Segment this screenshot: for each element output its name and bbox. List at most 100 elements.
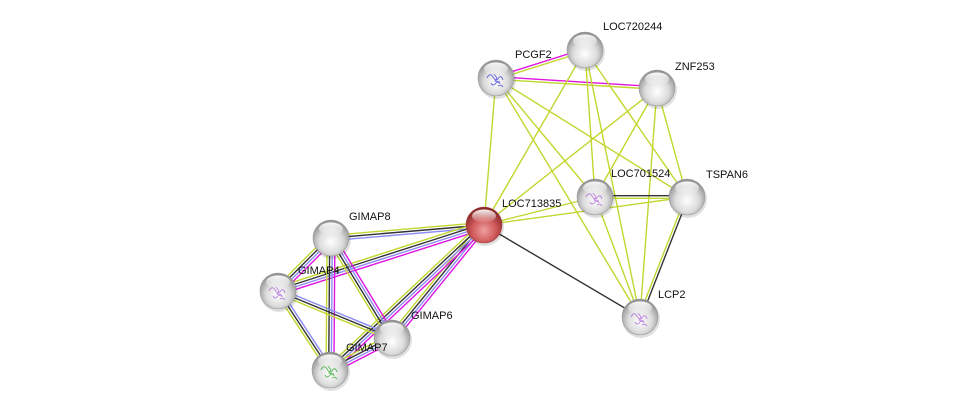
node-gimap6[interactable]: GIMAP6 bbox=[373, 310, 453, 359]
node-label: GIMAP8 bbox=[349, 211, 391, 223]
edge-line-textmining bbox=[483, 196, 596, 226]
edge-line-database bbox=[331, 226, 485, 242]
node-label: ZNF253 bbox=[675, 61, 715, 73]
edge-line-experiments bbox=[496, 76, 658, 88]
edge-line-experiments bbox=[333, 238, 336, 371]
edge-line-textmining bbox=[276, 292, 392, 342]
edge-LOC713835-GIMAP7[interactable] bbox=[326, 221, 488, 374]
node-highlight bbox=[318, 354, 342, 368]
node-loc713835[interactable]: LOC713835 bbox=[465, 198, 561, 246]
protein-structure-icon bbox=[320, 365, 338, 380]
edge-LOC701524-LCP2[interactable] bbox=[594, 196, 641, 318]
node-gimap7[interactable]: GIMAP7 bbox=[311, 342, 388, 391]
node-label: GIMAP7 bbox=[346, 342, 388, 354]
node-highlight bbox=[266, 275, 290, 289]
node-highlight bbox=[628, 301, 652, 315]
edge-line-textmining bbox=[495, 77, 641, 318]
edge-line-textmining bbox=[495, 78, 657, 90]
edge-line-textmining bbox=[594, 196, 641, 318]
edge-PCGF2-LOC713835[interactable] bbox=[483, 77, 497, 226]
edge-ZNF253-LOC701524[interactable] bbox=[594, 87, 658, 198]
edge-ZNF253-LOC713835[interactable] bbox=[483, 87, 658, 226]
edge-line-database bbox=[278, 225, 485, 293]
node-label: GIMAP4 bbox=[298, 265, 340, 277]
edge-line-coexpression bbox=[328, 237, 331, 370]
edge-line-coexpression bbox=[483, 224, 641, 318]
edge-line-textmining bbox=[584, 49, 641, 318]
node-highlight bbox=[380, 322, 404, 336]
edge-PCGF2-LOC701524[interactable] bbox=[495, 77, 596, 198]
edge-line-textmining bbox=[327, 239, 390, 341]
node-label: LOC720244 bbox=[603, 21, 662, 33]
edge-LOC720244-LCP2[interactable] bbox=[584, 49, 641, 318]
edge-line-textmining bbox=[584, 49, 688, 198]
node-loc701524[interactable]: LOC701524 bbox=[576, 168, 670, 218]
edge-line-textmining bbox=[584, 49, 596, 198]
edge-line-database bbox=[331, 236, 394, 338]
edge-line-experiments bbox=[332, 227, 488, 374]
edge-line-textmining bbox=[483, 49, 586, 226]
edge-line-database bbox=[278, 287, 394, 337]
edge-line-coexpression bbox=[277, 223, 484, 291]
edge-TSPAN6-LCP2[interactable] bbox=[638, 196, 689, 318]
edge-line-textmining bbox=[276, 220, 484, 288]
protein-structure-icon bbox=[630, 312, 648, 327]
node-highlight bbox=[573, 34, 597, 48]
node-highlight bbox=[319, 222, 343, 236]
edge-LOC720244-LOC713835[interactable] bbox=[483, 49, 586, 226]
node-gimap4[interactable]: GIMAP4 bbox=[259, 265, 340, 312]
node-pcgf2[interactable]: PCGF2 bbox=[477, 49, 552, 99]
edge-GIMAP8-GIMAP7[interactable] bbox=[325, 237, 336, 371]
node-loc720244[interactable]: LOC720244 bbox=[566, 21, 662, 71]
node-gimap8[interactable]: GIMAP8 bbox=[312, 211, 391, 259]
edge-line-textmining bbox=[326, 221, 482, 368]
protein-structure-icon bbox=[585, 192, 603, 207]
node-label: LOC713835 bbox=[502, 198, 561, 210]
protein-structure-icon bbox=[486, 73, 504, 88]
edge-LOC713835-GIMAP4[interactable] bbox=[276, 220, 486, 296]
node-highlight bbox=[645, 72, 669, 86]
edge-line-experiments bbox=[394, 227, 488, 341]
node-znf253[interactable]: ZNF253 bbox=[638, 61, 715, 109]
edge-ZNF253-TSPAN6[interactable] bbox=[656, 87, 688, 198]
node-lcp2[interactable]: LCP2 bbox=[621, 289, 686, 338]
edge-line-experiments bbox=[278, 228, 486, 296]
edge-line-coexpression bbox=[330, 224, 485, 239]
node-highlight bbox=[583, 181, 607, 195]
node-highlight bbox=[472, 209, 496, 223]
node-label: GIMAP6 bbox=[411, 310, 453, 322]
edge-line-database bbox=[330, 225, 486, 372]
edge-line-textmining bbox=[330, 221, 484, 237]
edge-line-coexpression bbox=[277, 290, 393, 339]
edge-line-coexpression bbox=[329, 238, 392, 340]
edge-line-textmining bbox=[638, 196, 687, 317]
edge-line-textmining bbox=[594, 87, 658, 198]
edge-line-textmining bbox=[483, 87, 658, 226]
node-label: PCGF2 bbox=[515, 49, 552, 61]
node-highlight bbox=[675, 181, 699, 195]
protein-structure-icon bbox=[268, 286, 286, 301]
node-highlight bbox=[484, 62, 508, 76]
edge-PCGF2-LCP2[interactable] bbox=[495, 77, 641, 318]
edge-line-experiments bbox=[333, 235, 396, 337]
node-tspan6[interactable]: TSPAN6 bbox=[668, 169, 748, 218]
edge-line-coexpression bbox=[640, 197, 689, 318]
edge-line-coexpression bbox=[328, 223, 484, 370]
edge-LOC713835-LCP2[interactable] bbox=[483, 224, 641, 318]
edge-LOC713835-LOC701524[interactable] bbox=[483, 196, 596, 226]
edge-line-textmining bbox=[495, 77, 596, 198]
edge-line-textmining bbox=[483, 77, 497, 226]
node-label: LCP2 bbox=[658, 289, 686, 301]
edge-LOC713835-GIMAP8[interactable] bbox=[330, 221, 485, 242]
edge-line-database bbox=[330, 238, 333, 371]
edge-GIMAP4-GIMAP6[interactable] bbox=[276, 287, 394, 342]
node-label: LOC701524 bbox=[611, 168, 670, 180]
edge-LOC720244-LOC701524[interactable] bbox=[584, 49, 596, 198]
edge-line-textmining bbox=[656, 87, 688, 198]
edge-PCGF2-ZNF253[interactable] bbox=[495, 76, 658, 90]
edge-LOC720244-TSPAN6[interactable] bbox=[584, 49, 688, 198]
edge-line-textmining bbox=[325, 237, 328, 370]
edge-GIMAP8-GIMAP6[interactable] bbox=[327, 235, 396, 341]
